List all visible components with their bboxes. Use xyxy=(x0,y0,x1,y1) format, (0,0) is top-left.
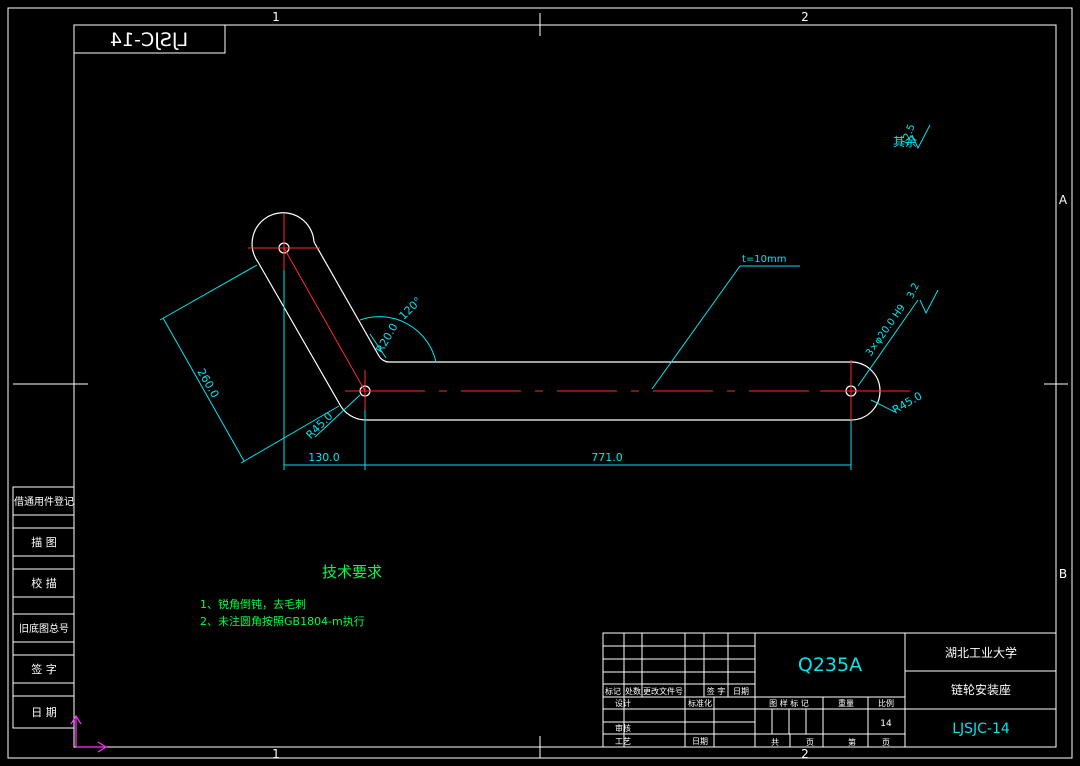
zone-label-top-left: 1 xyxy=(272,10,280,24)
part-outline xyxy=(251,212,881,421)
stage-header: 图 样 标 记 xyxy=(769,698,809,708)
strip-label-6: 日 期 xyxy=(31,706,57,719)
left-strip xyxy=(12,486,75,729)
role-review: 审核 xyxy=(615,723,631,733)
strip-label-4: 旧底图总号 xyxy=(19,622,69,635)
rev-header-count: 处数 xyxy=(625,686,641,696)
sheet-no-label: 第 xyxy=(848,737,856,747)
dim-horizontal-left: 130.0 xyxy=(308,451,340,464)
sheet-total-label: 共 xyxy=(771,738,779,747)
dimension-lines xyxy=(159,124,939,470)
code-box xyxy=(73,24,226,54)
material: Q235A xyxy=(798,654,862,676)
outer-border xyxy=(7,7,1073,759)
thickness-note: t=10mm xyxy=(742,254,787,265)
inner-frame xyxy=(73,24,1057,748)
zone-label-bottom-right: 2 xyxy=(801,747,809,761)
dim-arm-length: 260.0 xyxy=(195,366,222,400)
title-block-lines xyxy=(602,632,1057,748)
dim-fillet: R20.0 xyxy=(373,321,400,355)
role-process: 工艺 xyxy=(615,737,631,746)
dim-right-radius: R45.0 xyxy=(890,389,924,416)
scale-header: 比例 xyxy=(878,698,894,708)
hole-note: 3×φ20.0 H9 xyxy=(864,303,908,359)
rev-header-sign: 签 字 xyxy=(707,686,726,696)
zone-label-top-right: 2 xyxy=(801,10,809,24)
weight-header: 重量 xyxy=(838,698,854,708)
tech-title: 技术要求 xyxy=(322,563,382,581)
center-lines xyxy=(248,213,910,420)
strip-label-1: 借通用件登记 xyxy=(14,495,74,508)
ucs-icon xyxy=(70,714,108,753)
strip-label-5: 签 字 xyxy=(31,662,57,676)
surface-finish-prefix: 其余 xyxy=(893,134,917,149)
scale-value: 14 xyxy=(880,719,892,729)
date-label: 日期 xyxy=(692,737,708,746)
school-name: 湖北工业大学 xyxy=(945,645,1017,660)
tech-item-1: 1、锐角倒钝，去毛刺 xyxy=(200,597,306,611)
role-design: 设计 xyxy=(615,698,631,708)
dim-angle: 120° xyxy=(397,295,425,323)
drawing-number: LJSJC-14 xyxy=(952,721,1010,737)
zone-label-b: B xyxy=(1059,567,1067,581)
strip-label-2: 描 图 xyxy=(31,535,57,549)
finish-small: 3.2 xyxy=(905,281,922,300)
strip-label-3: 校 描 xyxy=(31,576,57,590)
part-name: 链轮安装座 xyxy=(951,682,1011,697)
rev-header-mark: 标记 xyxy=(605,686,621,696)
sheet-no-unit: 页 xyxy=(882,738,890,747)
tech-item-2: 2、未注圆角按照GB1804-m执行 xyxy=(200,614,365,628)
zone-label-a: A xyxy=(1059,193,1068,207)
sheet-total-unit: 页 xyxy=(806,738,814,747)
mirrored-code: LJSJC-14 xyxy=(110,29,188,51)
zone-label-bottom-left: 1 xyxy=(272,747,280,761)
dim-horizontal-right: 771.0 xyxy=(591,451,623,464)
rev-header-date: 日期 xyxy=(733,687,749,696)
dim-left-radius: R45.0 xyxy=(304,410,336,442)
rev-header-doc: 更改文件号 xyxy=(643,686,683,696)
standardize: 标准化 xyxy=(688,698,712,708)
